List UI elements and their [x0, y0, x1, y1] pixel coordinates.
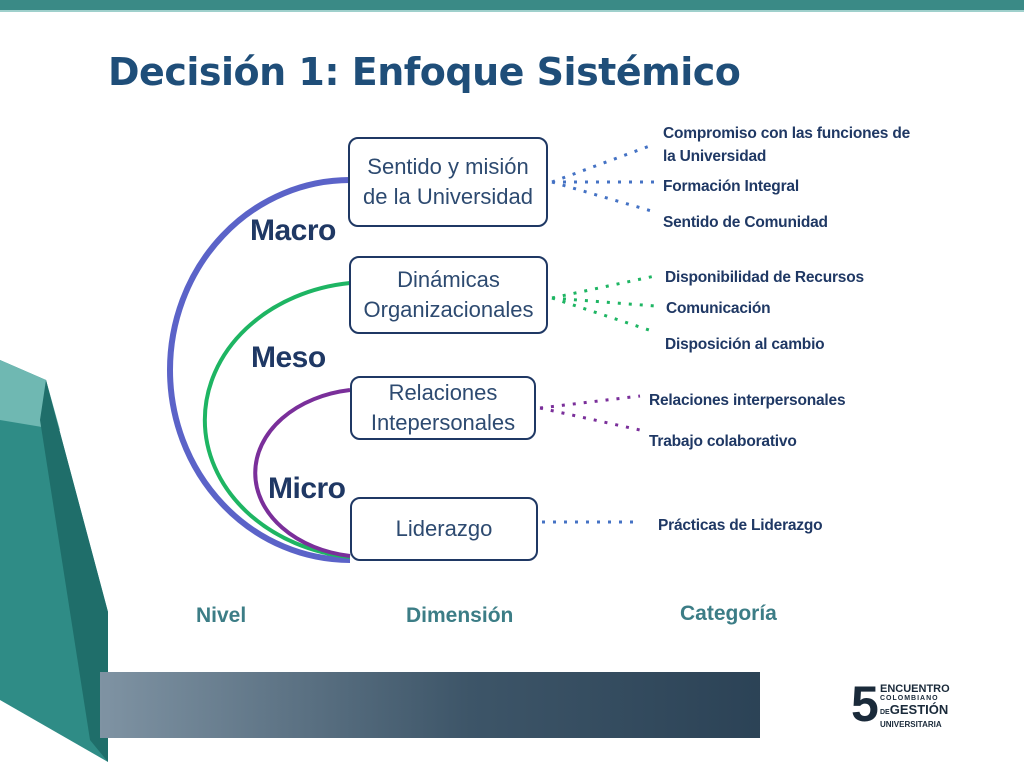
logo-line: COLOMBIANO	[880, 695, 939, 702]
logo-line: UNIVERSITARIA	[880, 720, 942, 729]
logo-number: 5	[851, 676, 879, 732]
category-line: Compromiso con las funciones de	[663, 125, 911, 142]
dimension-line: de la Universidad	[363, 184, 533, 209]
logo-line: ENCUENTRO	[880, 683, 950, 695]
logo-text: ENCUENTRO COLOMBIANO DEGESTIÓN UNIVERSIT…	[880, 683, 950, 730]
category-leadership-practices: Prácticas de Liderazgo	[658, 517, 823, 534]
meso-arc	[202, 281, 351, 559]
footer-logo-area	[760, 672, 1024, 738]
left-decoration-shade	[40, 380, 108, 762]
mission-connectors	[551, 142, 656, 214]
logo-line: DEGESTIÓN	[880, 703, 950, 720]
dimension-line: Intepersonales	[370, 410, 516, 435]
micro-arc	[253, 388, 351, 558]
logo-line: GESTIÓN	[889, 702, 949, 717]
dimension-line: Organizacionales	[363, 297, 534, 322]
category-communication: Comunicación	[666, 300, 771, 317]
macro-arc	[167, 177, 351, 563]
column-label-nivel: Nivel	[196, 604, 247, 627]
category-resources: Disponibilidad de Recursos	[665, 269, 864, 286]
category-change: Disposición al cambio	[665, 336, 825, 353]
category-line: la Universidad	[663, 148, 767, 165]
category-interpersonal: Relaciones interpersonales	[649, 392, 846, 409]
category-community-sense: Sentido de Comunidad	[663, 214, 828, 231]
top-accent-line	[0, 10, 1024, 12]
relations-connectors	[539, 394, 641, 432]
dimension-line: Liderazgo	[395, 516, 493, 541]
level-label-micro: Micro	[268, 472, 346, 505]
logo-line: DE	[880, 709, 890, 716]
dimension-line: Relaciones	[388, 380, 498, 405]
dimension-box-leadership: Liderazgo	[350, 497, 538, 561]
organizational-connectors	[551, 274, 656, 334]
category-integral-formation: Formación Integral	[663, 178, 799, 195]
level-label-macro: Macro	[250, 214, 336, 247]
column-label-categoria: Categoría	[680, 602, 777, 625]
category-teamwork: Trabajo colaborativo	[649, 433, 797, 450]
dimension-line: Sentido y misión	[367, 154, 529, 179]
dimension-line: Dinámicas	[397, 267, 500, 292]
column-label-dimension: Dimensión	[406, 604, 514, 627]
category-commitment: Compromiso con las funciones de la Unive…	[663, 122, 910, 168]
dimension-box-mission: Sentido y misión de la Universidad	[348, 137, 548, 227]
slide-title: Decisión 1: Enfoque Sistémico	[108, 50, 741, 94]
top-accent-bar	[0, 0, 1024, 10]
level-label-meso: Meso	[251, 341, 326, 374]
